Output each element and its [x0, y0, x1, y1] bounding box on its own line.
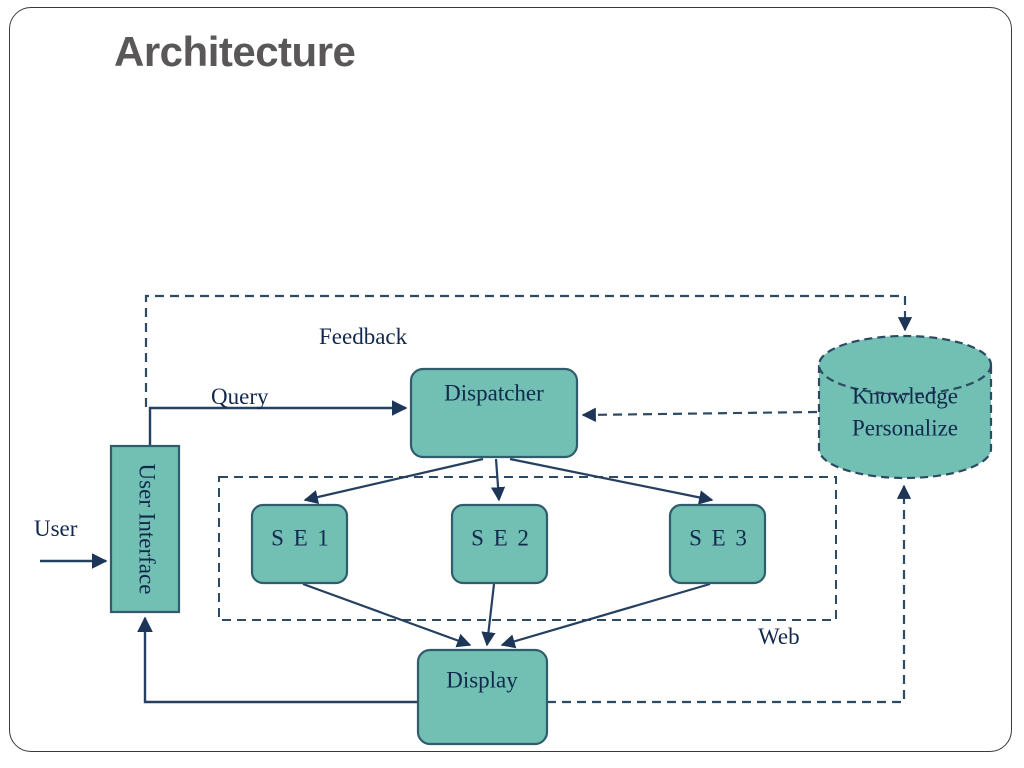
se-1-label: S E 1	[271, 525, 331, 550]
node-user-interface[interactable]: User Interface	[109, 444, 181, 614]
page-title: Architecture	[114, 28, 356, 75]
knowledge-label-line-2: Personalize	[852, 415, 958, 440]
web-zone: Web	[218, 476, 837, 649]
edge-se-2-to-display	[481, 583, 496, 647]
edge-display-to-knowledge	[547, 484, 912, 704]
web-zone-label: Web	[758, 624, 800, 649]
node-se-3[interactable]: S E 3	[668, 503, 767, 585]
se-3-box[interactable]	[668, 503, 767, 585]
edge-knowledge-to-dispatcher	[581, 407, 818, 422]
se-2-label: S E 2	[471, 525, 531, 550]
edge-display-to-user-interface	[137, 616, 418, 704]
edge-feedback-ui-to-knowledge	[144, 294, 913, 407]
node-se-2[interactable]: S E 2	[450, 503, 549, 585]
knowledge-cylinder-top[interactable]	[817, 334, 993, 396]
node-knowledge-personalize[interactable]: Knowledge Personalize	[817, 334, 993, 480]
user-interface-label: User Interface	[135, 464, 160, 595]
se-1-box[interactable]	[250, 503, 349, 585]
edge-dispatcher-to-se-2	[490, 458, 506, 502]
display-label: Display	[446, 667, 518, 692]
edge-se-1-to-display	[302, 582, 472, 648]
se-3-label: S E 3	[689, 525, 749, 550]
user-label: User	[34, 516, 78, 541]
edge-query-ui-to-dispatcher	[148, 400, 408, 446]
web-zone-boundary	[218, 476, 837, 621]
knowledge-label-line-1: Knowledge	[852, 383, 958, 408]
query-label: Query	[211, 384, 269, 409]
node-se-1[interactable]: S E 1	[250, 503, 349, 585]
node-dispatcher[interactable]: Dispatcher	[409, 367, 579, 459]
user-interface-box[interactable]	[109, 444, 181, 614]
display-box[interactable]	[416, 648, 549, 746]
node-display[interactable]: Display	[416, 648, 549, 746]
knowledge-cylinder-body[interactable]	[817, 363, 993, 480]
se-2-box[interactable]	[450, 503, 549, 585]
dispatcher-label: Dispatcher	[444, 380, 544, 405]
edge-dispatcher-to-se-3	[509, 457, 714, 505]
edge-dispatcher-to-se-1	[303, 457, 484, 505]
feedback-label: Feedback	[319, 324, 408, 349]
edge-se-3-to-display	[500, 582, 711, 649]
dispatcher-box[interactable]	[409, 367, 579, 459]
